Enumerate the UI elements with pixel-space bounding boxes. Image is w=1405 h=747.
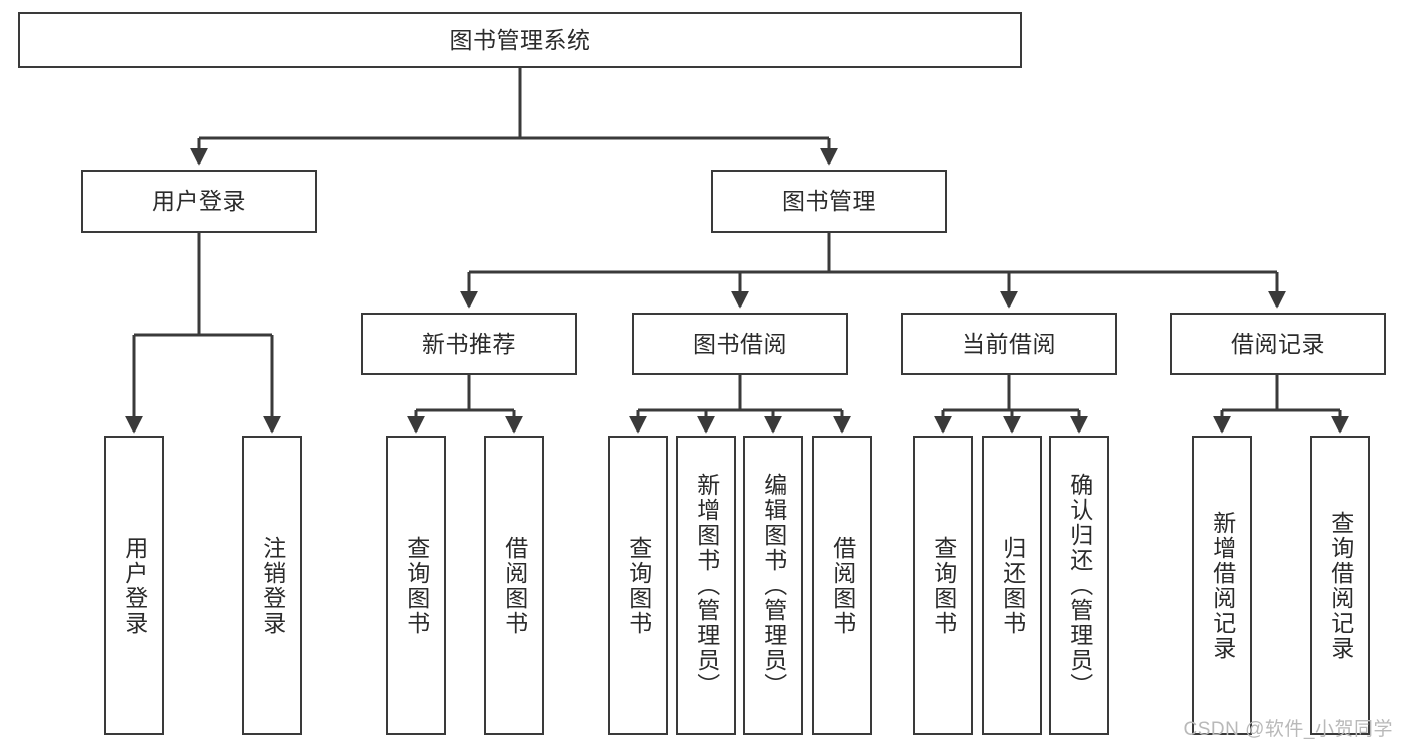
leaf-borrow-query-book[interactable]: 查询图书	[608, 436, 668, 735]
leaf-borrow-add-book-label: 新增图书（管理员）	[693, 473, 720, 698]
leaf-user-logout[interactable]: 注销登录	[242, 436, 302, 735]
node-book-manage-label: 图书管理	[782, 188, 876, 215]
leaf-rec-borrow-book-label: 借阅图书	[501, 535, 528, 636]
node-root[interactable]: 图书管理系统	[18, 12, 1022, 68]
leaf-current-confirm-return[interactable]: 确认归还（管理员）	[1049, 436, 1109, 735]
leaf-borrow-borrow-book-label: 借阅图书	[829, 535, 856, 636]
leaf-current-return-book[interactable]: 归还图书	[982, 436, 1042, 735]
leaf-borrow-edit-book-label: 编辑图书（管理员）	[760, 473, 787, 698]
leaf-rec-query-book-label: 查询图书	[403, 535, 430, 636]
leaf-record-query-label: 查询借阅记录	[1327, 510, 1354, 661]
leaf-borrow-add-book[interactable]: 新增图书（管理员）	[676, 436, 736, 735]
leaf-current-query-book[interactable]: 查询图书	[913, 436, 973, 735]
node-new-book-rec[interactable]: 新书推荐	[361, 313, 577, 375]
leaf-user-login-label: 用户登录	[121, 535, 148, 636]
leaf-record-query[interactable]: 查询借阅记录	[1310, 436, 1370, 735]
node-book-borrow-label: 图书借阅	[693, 330, 787, 357]
leaf-borrow-borrow-book[interactable]: 借阅图书	[812, 436, 872, 735]
node-current-borrow[interactable]: 当前借阅	[901, 313, 1117, 375]
node-user-login-label: 用户登录	[152, 188, 246, 215]
node-borrow-record-label: 借阅记录	[1231, 330, 1325, 357]
leaf-rec-borrow-book[interactable]: 借阅图书	[484, 436, 544, 735]
leaf-user-login[interactable]: 用户登录	[104, 436, 164, 735]
node-root-label: 图书管理系统	[449, 26, 591, 53]
node-book-manage[interactable]: 图书管理	[711, 170, 947, 233]
leaf-current-return-book-label: 归还图书	[999, 535, 1026, 636]
leaf-user-logout-label: 注销登录	[259, 535, 286, 636]
leaf-borrow-query-book-label: 查询图书	[625, 535, 652, 636]
node-user-login[interactable]: 用户登录	[81, 170, 317, 233]
leaf-record-add[interactable]: 新增借阅记录	[1192, 436, 1252, 735]
leaf-current-query-book-label: 查询图书	[930, 535, 957, 636]
csdn-watermark: CSDN @软件_小贺同学	[1183, 719, 1393, 740]
node-new-book-rec-label: 新书推荐	[422, 330, 516, 357]
node-borrow-record[interactable]: 借阅记录	[1170, 313, 1386, 375]
leaf-current-confirm-return-label: 确认归还（管理员）	[1066, 473, 1093, 698]
node-current-borrow-label: 当前借阅	[962, 330, 1056, 357]
node-book-borrow[interactable]: 图书借阅	[632, 313, 848, 375]
leaf-rec-query-book[interactable]: 查询图书	[386, 436, 446, 735]
leaf-record-add-label: 新增借阅记录	[1209, 510, 1236, 661]
leaf-borrow-edit-book[interactable]: 编辑图书（管理员）	[743, 436, 803, 735]
